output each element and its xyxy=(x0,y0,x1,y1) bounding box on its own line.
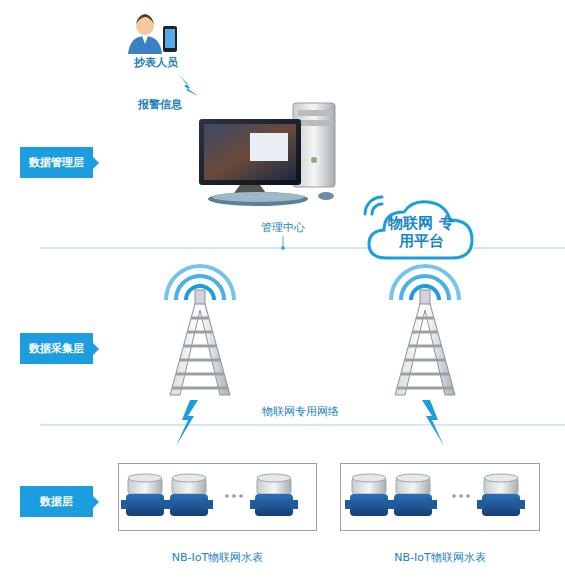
node-text: 物联网 专用平台 xyxy=(388,214,454,250)
meter-group: NB-IoT物联网水表 xyxy=(118,463,317,531)
lightning-bolt xyxy=(422,400,444,446)
computer-icon xyxy=(199,103,335,206)
network-label: 物联网专用网络 xyxy=(262,404,339,419)
node-text: 数据层 xyxy=(40,494,73,509)
node-text: NB-IoT物联网水表 xyxy=(99,550,336,565)
tick-dot xyxy=(281,246,285,250)
person-icon xyxy=(128,14,177,54)
node-text: 数据采集层 xyxy=(29,341,84,356)
tower-icons xyxy=(166,266,459,395)
layer-tab: 数据管理层 xyxy=(20,147,93,178)
lightning-bolt xyxy=(178,74,198,96)
node-text: 数据管理层 xyxy=(29,155,84,170)
signal-label: 报警信息 xyxy=(138,97,182,112)
layer-tab: 数据层 xyxy=(20,486,93,517)
lightning-bolt xyxy=(176,400,198,446)
layer-line xyxy=(40,424,565,425)
layer-tab: 数据采集层 xyxy=(20,333,93,364)
water-meters xyxy=(121,474,525,516)
meter-group: NB-IoT物联网水表 xyxy=(340,463,540,531)
signal-arcs xyxy=(365,197,382,214)
layer-line xyxy=(40,247,565,248)
center-label: 管理中心 xyxy=(261,220,305,235)
role-label: 抄表人员 xyxy=(134,55,178,70)
node-text: NB-IoT物联网水表 xyxy=(321,550,559,565)
platform-cloud: 物联网 专用平台 xyxy=(365,198,477,266)
